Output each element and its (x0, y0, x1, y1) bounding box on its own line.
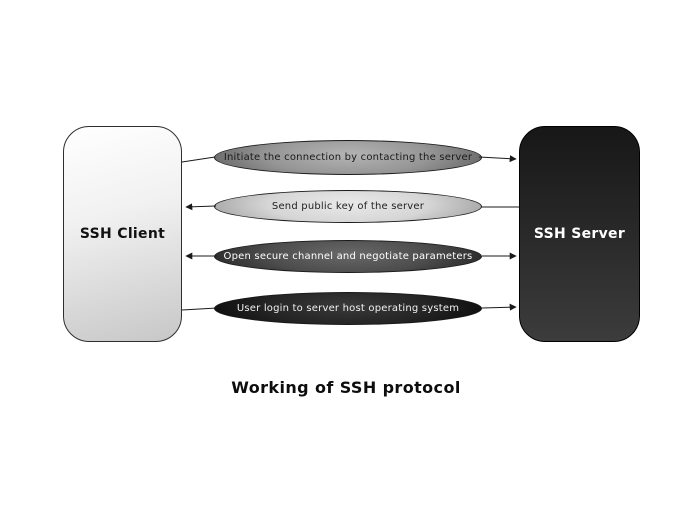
arrow-step2-to-client (185, 203, 217, 211)
connector-client-to-step4 (181, 307, 218, 311)
step-label: Send public key of the server (271, 201, 425, 212)
step-bubble-open-secure-channel: Open secure channel and negotiate parame… (214, 240, 482, 273)
ssh-server-label: SSH Server (533, 226, 626, 242)
connector-client-to-step1 (181, 156, 216, 163)
arrow-step4-to-server (481, 303, 517, 311)
step-label: User login to server host operating syst… (236, 303, 460, 314)
diagram-title: Working of SSH protocol (231, 378, 461, 397)
ssh-server-node: SSH Server (519, 126, 640, 342)
step-bubble-send-public-key: Send public key of the server (214, 190, 482, 223)
step-label: Initiate the connection by contacting th… (223, 152, 473, 163)
ssh-client-node: SSH Client (63, 126, 182, 342)
step-bubble-initiate-connection: Initiate the connection by contacting th… (214, 140, 482, 175)
step-label: Open secure channel and negotiate parame… (223, 251, 473, 262)
arrow-step1-to-server (478, 155, 517, 163)
step-bubble-user-login: User login to server host operating syst… (214, 292, 482, 325)
ssh-client-label: SSH Client (79, 226, 166, 242)
